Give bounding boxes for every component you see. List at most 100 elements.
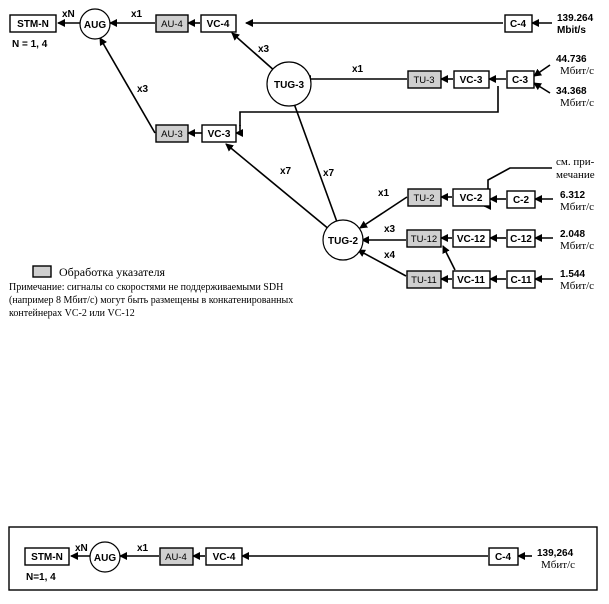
vc3-left-label: VC-3	[208, 129, 231, 140]
arrow-tug2-tug3	[290, 97, 338, 223]
b-stm-n-box	[24, 547, 70, 566]
c3-label: C-3	[512, 75, 529, 86]
b-stm-n-label: STM-N	[31, 552, 63, 563]
tu11-label: TU-11	[411, 275, 437, 286]
arrow-vc11-tu12	[442, 245, 456, 271]
rate-c3b-value: 34.368	[556, 86, 587, 97]
vc3-right-box	[453, 70, 490, 89]
tu12-box	[406, 229, 442, 248]
vc11-box	[452, 270, 491, 289]
arrow-tug3-vc4	[231, 32, 277, 73]
mult-aug-stm: xN	[62, 9, 75, 20]
b-aug-circle	[89, 541, 121, 573]
legend-label: Обработка указателя	[59, 265, 166, 279]
au3-label: AU-3	[161, 129, 183, 140]
au4-box	[155, 14, 189, 33]
arrow-in-c3b	[533, 82, 551, 94]
tug3-circle	[266, 61, 312, 107]
mult-tug2-vc3: x7	[280, 166, 292, 177]
mult-tug2-tug3: x7	[323, 168, 335, 179]
bottom-frame	[8, 526, 598, 591]
b-c4-label: C-4	[495, 552, 512, 563]
tu3-box	[407, 70, 442, 89]
aug-label: AUG	[84, 20, 106, 31]
aug-circle	[79, 8, 111, 40]
rate-c3a-unit: Мбит/с	[560, 65, 594, 77]
n-note: N = 1, 4	[12, 39, 48, 50]
rate-c2-value: 6.312	[560, 190, 585, 201]
mult-tu12-tug2: x3	[384, 224, 396, 235]
arrow-tu2-tug2	[359, 196, 408, 229]
tu2-box	[407, 188, 442, 207]
mult-tu3-tug3: x1	[352, 64, 364, 75]
see-note-line2: мечание	[556, 169, 595, 181]
b-mult-aug: xN	[75, 543, 88, 554]
b-vc4-box	[205, 547, 243, 566]
b-n-note: N=1, 4	[26, 572, 56, 583]
mult-tug3-vc4: x3	[258, 44, 270, 55]
b-rate-unit: Мбит/с	[541, 559, 575, 571]
c4-box	[504, 14, 533, 33]
tug2-label: TUG-2	[328, 236, 358, 247]
b-au4-box	[159, 547, 194, 566]
vc12-box	[452, 229, 491, 248]
vc4-box	[200, 14, 237, 33]
au4-label: AU-4	[161, 19, 183, 30]
rate-c4-unit: Mbit/s	[557, 25, 586, 36]
arrow-tu11-tug2	[357, 249, 407, 277]
c12-label: C-12	[510, 234, 532, 245]
path-c3-vc3-left	[239, 86, 499, 133]
au3-box	[155, 124, 189, 143]
tug2-circle	[322, 219, 364, 261]
vc2-box	[452, 188, 491, 207]
vc2-label: VC-2	[460, 193, 483, 204]
tug3-label: TUG-3	[274, 80, 304, 91]
stm-n-box	[9, 14, 57, 33]
rate-c3b-unit: Мбит/с	[560, 97, 594, 109]
vc3-right-label: VC-3	[460, 75, 483, 86]
b-au4-label: AU-4	[165, 552, 187, 563]
rate-c12-value: 2.048	[560, 229, 585, 240]
tu12-label: TU-12	[411, 234, 437, 245]
arrow-in-c3a	[533, 64, 551, 77]
note-line-3: контейнерах VC-2 или VC-12	[9, 308, 135, 319]
rate-c11-unit: Мбит/с	[560, 280, 594, 292]
rate-c4-value: 139.264	[557, 13, 594, 24]
bottom-diagram: STM-N AUG AU-4 VC-4 C-4 xN x1 N=1, 4 139…	[8, 526, 598, 591]
c11-label: C-11	[510, 275, 532, 286]
c11-box	[506, 270, 536, 289]
mult-au4-aug: x1	[131, 9, 143, 20]
rate-c3a-value: 44.736	[556, 54, 587, 65]
tu2-label: TU-2	[413, 193, 434, 204]
c4-label: C-4	[510, 19, 527, 30]
see-note-line1: см. при-	[556, 156, 595, 168]
arrow-au3-aug	[99, 37, 156, 134]
note-line-2: (например 8 Мбит/с) могут быть размещены…	[9, 295, 293, 306]
b-mult-au4: x1	[137, 543, 149, 554]
stm-n-label: STM-N	[17, 19, 49, 30]
mult-tu11-tug2: x4	[384, 250, 396, 261]
vc4-label: VC-4	[207, 19, 230, 30]
c2-box	[506, 190, 536, 209]
b-c4-box	[488, 547, 519, 566]
b-rate-value: 139,264	[537, 548, 574, 559]
legend-swatch	[32, 265, 52, 278]
vc3-left-box	[201, 124, 237, 143]
vc11-label: VC-11	[457, 275, 485, 286]
b-aug-label: AUG	[94, 553, 116, 564]
rate-c11-value: 1.544	[560, 269, 585, 280]
note-line-1: Примечание: сигналы со скоростями не под…	[9, 282, 283, 293]
rate-c2-unit: Мбит/с	[560, 201, 594, 213]
vc12-label: VC-12	[457, 234, 486, 245]
b-vc4-label: VC-4	[213, 552, 236, 563]
mult-au3-aug: x3	[137, 84, 149, 95]
c3-box	[506, 70, 535, 89]
tu11-box	[406, 270, 442, 289]
rate-c12-unit: Mбит/с	[560, 240, 594, 252]
top-diagram: STM-N AUG AU-4 VC-4 C-4 TUG-3 TU-3 VC-3 …	[9, 8, 595, 319]
mult-tu2-tug2: x1	[378, 188, 390, 199]
arrow-tug2-vc3	[225, 143, 331, 231]
c12-box	[506, 229, 536, 248]
tu3-label: TU-3	[413, 75, 434, 86]
